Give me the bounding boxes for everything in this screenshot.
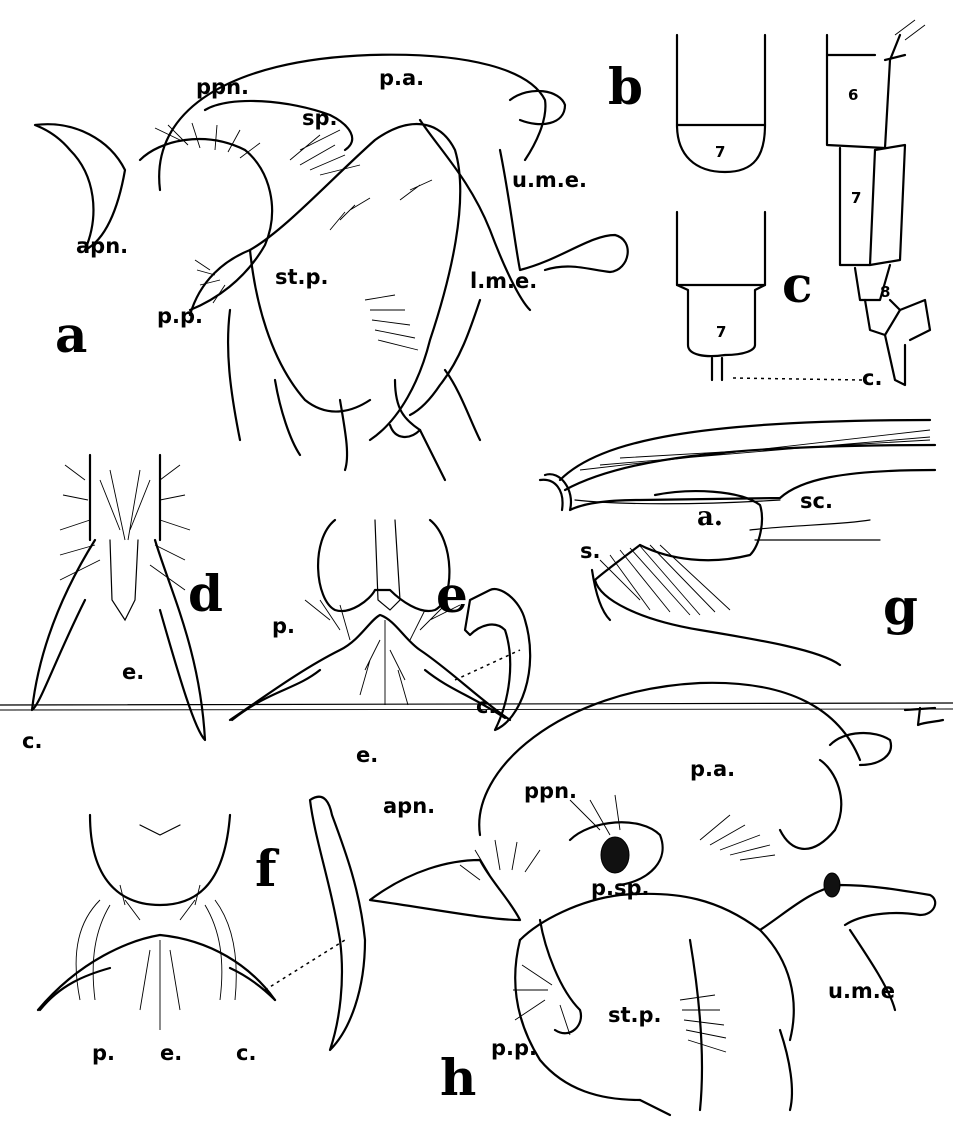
panel-letter-e: e bbox=[436, 565, 468, 624]
mesothoracic-spiracle-h bbox=[824, 873, 840, 897]
label-a-sp: sp. bbox=[302, 106, 338, 130]
panel-letter-h: h bbox=[440, 1048, 476, 1107]
segment-c-7: 7 bbox=[851, 189, 861, 207]
label-a-apn: apn. bbox=[76, 234, 128, 258]
panel-letter-c: c bbox=[782, 255, 812, 314]
segment-b-7-lower: 7 bbox=[716, 323, 726, 341]
label-a-pa: p.a. bbox=[379, 66, 424, 90]
segment-c-8: 8 bbox=[880, 283, 890, 301]
label-d-c: c. bbox=[22, 729, 42, 753]
label-g-s: s. bbox=[580, 539, 600, 563]
label-f-e: e. bbox=[160, 1041, 182, 1065]
figure-c-abdomen-lateral bbox=[827, 20, 930, 385]
label-e-c: c. bbox=[476, 694, 496, 718]
leader-f bbox=[265, 940, 345, 990]
spiracle-h bbox=[601, 837, 629, 873]
label-h-psp: p.sp. bbox=[591, 876, 650, 900]
label-h-pa: p.a. bbox=[690, 757, 735, 781]
label-h-apn: apn. bbox=[383, 794, 435, 818]
label-h-ume: u.m.e bbox=[828, 979, 895, 1003]
label-a-ppn: ppn. bbox=[196, 75, 249, 99]
panel-letter-g: g bbox=[883, 577, 918, 636]
figure-d-hypopygium bbox=[32, 455, 205, 740]
leader-c bbox=[733, 378, 862, 380]
figure-f-hypopygium-ventral bbox=[38, 797, 365, 1050]
corner-mark bbox=[905, 708, 943, 725]
label-a-pp: p.p. bbox=[157, 304, 203, 328]
label-c-c: c. bbox=[862, 366, 882, 390]
label-g-a: a. bbox=[697, 502, 723, 532]
panel-letter-a: a bbox=[55, 305, 87, 364]
label-a-ume: u.m.e. bbox=[512, 168, 587, 192]
label-e-p: p. bbox=[272, 614, 295, 638]
segment-c-6: 6 bbox=[848, 86, 858, 104]
label-h-stp: st.p. bbox=[608, 1003, 662, 1027]
label-e-e: e. bbox=[356, 743, 378, 767]
segment-b-7-upper: 7 bbox=[715, 143, 725, 161]
label-d-e: e. bbox=[122, 660, 144, 684]
label-g-sc: sc. bbox=[800, 489, 833, 513]
label-a-lme: l.m.e. bbox=[470, 269, 537, 293]
label-h-ppn: ppn. bbox=[524, 779, 577, 803]
panel-letter-f: f bbox=[255, 839, 280, 898]
label-f-c: c. bbox=[236, 1041, 256, 1065]
label-a-stp: st.p. bbox=[275, 265, 329, 289]
panel-letter-d: d bbox=[188, 564, 223, 623]
label-f-p: p. bbox=[92, 1041, 115, 1065]
panel-letter-b: b bbox=[608, 57, 643, 116]
label-h-pp: p.p. bbox=[491, 1036, 537, 1060]
figure-b-abdomen-variant bbox=[677, 212, 765, 380]
